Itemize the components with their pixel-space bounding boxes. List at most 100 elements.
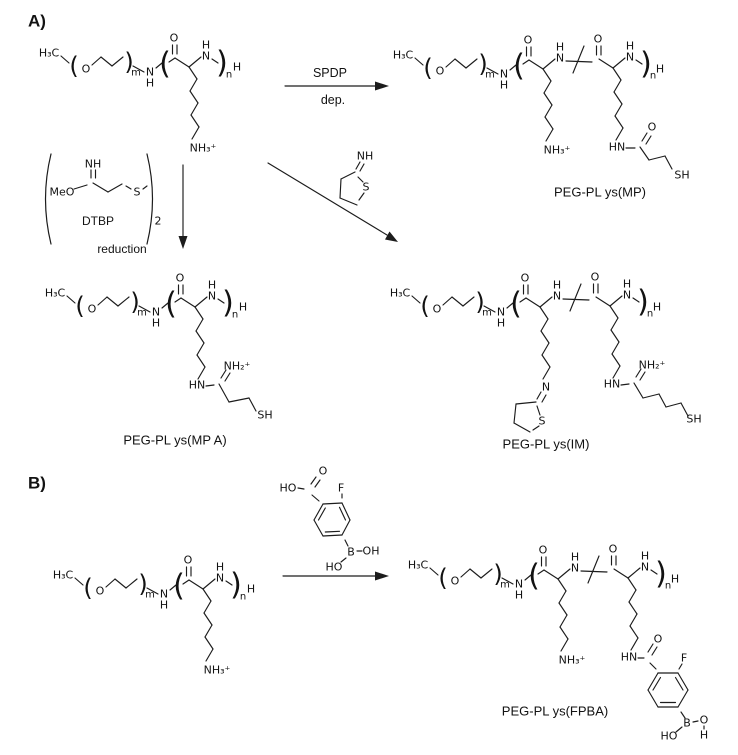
bond-line: [614, 103, 623, 117]
bond-line: [612, 57, 626, 69]
b-label: B: [683, 717, 691, 730]
bond-line: [161, 302, 169, 309]
bond-line: [196, 354, 206, 368]
rp-label: ): [637, 285, 649, 320]
bond-line: [569, 283, 582, 312]
o-label: O: [184, 554, 193, 567]
o-label: O: [700, 714, 709, 727]
bond-line: [628, 589, 637, 603]
n-atom-label: N: [202, 50, 210, 63]
o-label: O: [96, 585, 105, 598]
bond-line: [539, 306, 549, 320]
rp-label: ): [640, 47, 652, 82]
h-label: H: [653, 301, 661, 314]
bond-line: [513, 422, 531, 433]
bond-line: [195, 330, 205, 344]
nh2-label: NH₂⁺: [639, 359, 666, 372]
o-label: O: [176, 272, 185, 285]
o-label: O: [88, 303, 97, 316]
bond-line: [627, 567, 641, 579]
bond-line: [218, 383, 230, 403]
rp-label: ): [493, 560, 502, 588]
bond-line: [629, 613, 638, 627]
bond-line: [558, 590, 567, 604]
m-label: m: [145, 590, 155, 601]
bond-line: [189, 90, 199, 104]
bond-line: [205, 648, 214, 662]
bond-line: [544, 116, 554, 130]
ho-label: HO: [326, 561, 343, 574]
o-label: O: [82, 63, 91, 76]
bond-line: [180, 297, 196, 308]
bond-line: [557, 568, 571, 580]
rp-label: ): [475, 288, 484, 316]
peg-plys-mp-label: PEG-PL ys(MP): [554, 185, 646, 200]
bond-line: [359, 163, 365, 172]
bond-line: [519, 297, 527, 303]
bond-line: [341, 519, 351, 536]
bond-line: [414, 57, 424, 66]
bond-line: [610, 317, 619, 331]
h-label: H: [671, 573, 679, 586]
bond-line: [196, 342, 205, 356]
bond-line: [515, 401, 537, 405]
lp-label: (: [420, 292, 429, 320]
h3c-label: H₃C: [393, 49, 414, 62]
rp-label: ): [124, 48, 133, 76]
h-label: H: [553, 279, 561, 292]
bond-line: [310, 476, 317, 485]
bond-line: [647, 672, 659, 691]
bond-line: [558, 602, 568, 616]
rp-label: ): [138, 570, 147, 598]
h-label: H: [239, 301, 247, 314]
bond-line: [509, 64, 517, 71]
o-label: O: [654, 633, 663, 646]
arrow-fpba: [282, 571, 389, 581]
bond-line: [220, 369, 227, 379]
bond-line: [105, 578, 116, 588]
rp-label: ): [478, 50, 487, 78]
bond-line: [542, 68, 552, 82]
h-label: H: [216, 561, 224, 574]
n-atom-label: N: [641, 561, 649, 574]
h-label: H: [515, 589, 523, 602]
bond-line: [543, 80, 552, 94]
hn-label: HN: [189, 379, 206, 392]
lp-label: (: [173, 569, 185, 604]
bond-line: [610, 329, 620, 343]
h-label: H: [700, 729, 708, 742]
bond-line: [580, 570, 608, 573]
deprotection-label: dep.: [321, 93, 345, 107]
o-label: O: [451, 575, 460, 588]
bond-line: [641, 132, 648, 142]
bond-line: [559, 626, 569, 640]
bond-line: [311, 494, 320, 502]
n-label: n: [665, 581, 671, 592]
bond-line: [155, 62, 163, 69]
n-label: n: [650, 71, 656, 82]
nh-label: NH: [357, 150, 374, 163]
hn-label: HN: [621, 651, 638, 664]
bond-line: [248, 397, 257, 412]
n-atom-label: N: [497, 306, 505, 319]
bond-line: [469, 568, 482, 579]
bond-line: [204, 624, 213, 638]
bond-line: [658, 393, 667, 408]
bond-line: [542, 366, 551, 380]
bond-line: [562, 298, 590, 301]
rp-label: ): [230, 568, 242, 603]
bond-line: [125, 185, 132, 190]
rp-label: ): [222, 286, 234, 321]
bond-line: [587, 555, 600, 584]
bond-line: [168, 57, 176, 63]
bond-line: [651, 646, 658, 656]
bond-line: [598, 58, 614, 69]
o-label: O: [609, 543, 618, 556]
bond-line: [73, 184, 88, 190]
h-label: H: [623, 278, 631, 291]
